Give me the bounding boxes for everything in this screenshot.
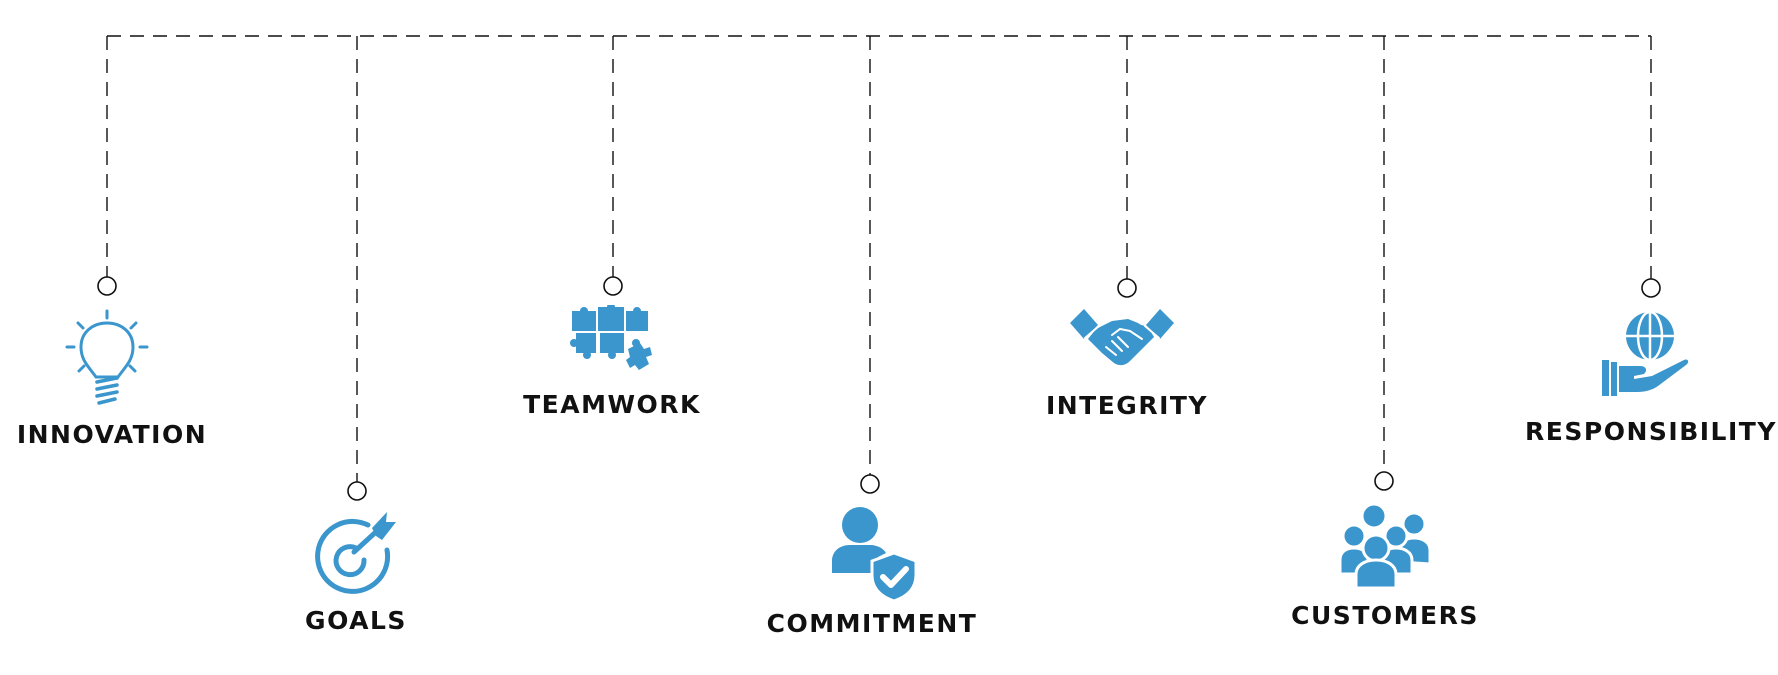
group-people-icon (1338, 502, 1432, 588)
value-label: INNOVATION (16, 420, 208, 449)
value-label: TEAMWORK (523, 390, 701, 419)
hand-globe-icon (1602, 310, 1689, 396)
node-circle-commitment (860, 474, 880, 494)
value-label: INTEGRITY (1045, 391, 1209, 420)
lightbulb-icon (65, 309, 149, 405)
node-circle-integrity (1117, 278, 1137, 298)
node-circle-customers (1374, 471, 1394, 491)
value-label: RESPONSIBILITY (1525, 417, 1777, 446)
node-circle-teamwork (603, 276, 623, 296)
puzzle-pieces-icon (570, 305, 652, 370)
node-circle-innovation (97, 276, 117, 296)
user-shield-check-icon (832, 507, 918, 601)
target-arrow-icon (315, 512, 396, 594)
node-circle-responsibility (1641, 278, 1661, 298)
value-label: COMMITMENT (766, 609, 978, 638)
value-label: GOALS (305, 606, 407, 635)
node-circle-goals (347, 481, 367, 501)
handshake-icon (1070, 309, 1174, 366)
value-label: CUSTOMERS (1291, 601, 1479, 630)
